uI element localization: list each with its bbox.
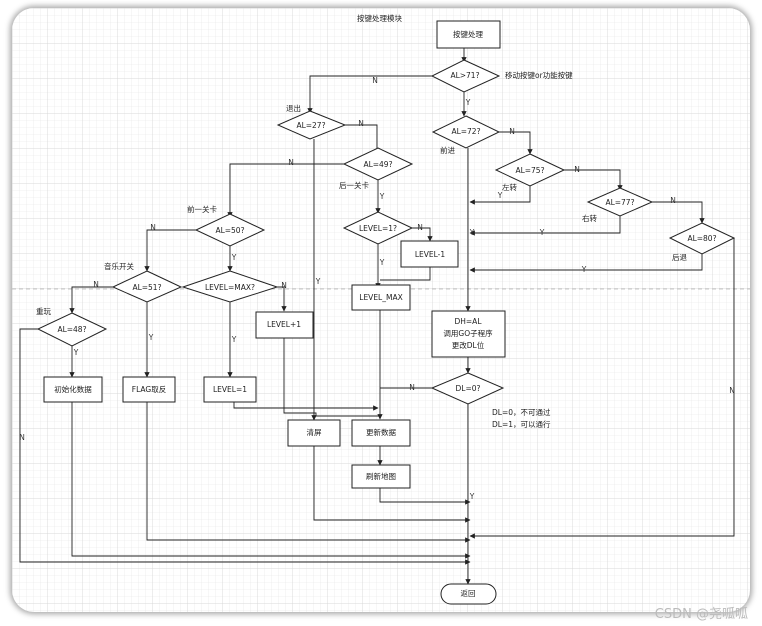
level-inc-label: LEVEL+1 bbox=[267, 320, 301, 329]
dl-note-2: DL=1，可以通行 bbox=[492, 419, 551, 429]
d0-label: DL=0? bbox=[456, 384, 481, 393]
edge-n-d0: N bbox=[409, 383, 415, 392]
edge-y-d80: Y bbox=[581, 265, 587, 274]
dh-line-3: 更改DL位 bbox=[452, 340, 485, 350]
edge-n-d51: N bbox=[93, 280, 99, 289]
return-terminal bbox=[440, 583, 497, 605]
start-box bbox=[436, 20, 501, 49]
decision-al-eq-80 bbox=[668, 222, 736, 255]
flowchart-sheet: 按键处理模块 按键处理 AL>71? 移动按键or功能按键 AL=27? 退出 … bbox=[12, 8, 750, 612]
edge-y-d50: Y bbox=[231, 253, 237, 262]
edge-y-d51: Y bbox=[148, 333, 154, 342]
decision-al-eq-48 bbox=[36, 312, 108, 347]
flowchart: 按键处理模块 按键处理 AL>71? 移动按键or功能按键 AL=27? 退出 … bbox=[12, 8, 750, 612]
back-label: 后退 bbox=[672, 252, 687, 262]
edge-n-levelmax: N bbox=[281, 281, 287, 290]
clear-screen-box bbox=[287, 419, 341, 447]
edge-y-level1: Y bbox=[379, 258, 385, 267]
return-label: 返回 bbox=[461, 589, 476, 598]
level-set-1-box bbox=[203, 376, 257, 403]
level-max-q-label: LEVEL=MAX? bbox=[205, 283, 255, 292]
level-set1-label: LEVEL=1 bbox=[213, 385, 247, 394]
refresh-map-box bbox=[351, 464, 411, 489]
decision-level-eq-1 bbox=[342, 211, 414, 245]
edge-n-d49: N bbox=[288, 158, 294, 167]
watermark: CSDN @尧呱呱 bbox=[654, 607, 748, 622]
dh-line-2: 调用GO子程序 bbox=[443, 328, 493, 338]
edge-y-d48: Y bbox=[73, 348, 79, 357]
edge-n-level1: N bbox=[417, 223, 423, 232]
d80-label: AL=80? bbox=[687, 234, 716, 243]
init-data-box bbox=[43, 376, 103, 403]
edge-y-d27: Y bbox=[315, 277, 321, 286]
decision-al-eq-51 bbox=[111, 270, 183, 303]
dh-line-1: DH=AL bbox=[454, 317, 482, 326]
decision-al-gt-71 bbox=[430, 59, 501, 93]
next-level-label: 前一关卡 bbox=[187, 204, 217, 214]
decision-al-eq-50 bbox=[194, 213, 266, 247]
edge-n-d50: N bbox=[150, 223, 156, 232]
edge-n-d48: N bbox=[19, 433, 25, 442]
refresh-label: 刷新地图 bbox=[366, 471, 396, 481]
update-data-box bbox=[351, 419, 411, 447]
edge-y-d71: Y bbox=[465, 98, 471, 107]
d75-label: AL=75? bbox=[515, 166, 544, 175]
d51-label: AL=51? bbox=[132, 283, 161, 292]
forward-label: 前进 bbox=[440, 145, 455, 155]
d48-label: AL=48? bbox=[57, 325, 86, 334]
edge-n-d77: N bbox=[670, 196, 676, 205]
edge-y-d77: Y bbox=[539, 228, 545, 237]
level-decrement-box bbox=[400, 240, 459, 268]
edge-y-d72: Y bbox=[469, 228, 475, 237]
edge-n-d72: N bbox=[509, 127, 515, 136]
decision-al-eq-72 bbox=[431, 115, 501, 149]
edge-n-d75: N bbox=[574, 165, 580, 174]
clear-label: 清屏 bbox=[307, 427, 322, 437]
d77-label: AL=77? bbox=[605, 198, 634, 207]
level-increment-box bbox=[255, 311, 314, 339]
right-turn-label: 右转 bbox=[582, 213, 597, 223]
decision-dl-eq-0 bbox=[430, 372, 505, 405]
diagram-title: 按键处理模块 bbox=[357, 13, 402, 23]
flag-toggle-box bbox=[122, 376, 176, 403]
prev-level-label: 后一关卡 bbox=[339, 180, 369, 190]
restart-label: 重玩 bbox=[36, 307, 51, 316]
edge-n-d27: N bbox=[358, 119, 364, 128]
d49-label: AL=49? bbox=[363, 160, 392, 169]
decision-al-eq-75 bbox=[494, 153, 566, 187]
level-max-box bbox=[351, 284, 411, 311]
decision-level-eq-max bbox=[181, 270, 279, 303]
connectors bbox=[19, 48, 735, 585]
start-label: 按键处理 bbox=[453, 29, 483, 39]
d50-label: AL=50? bbox=[215, 226, 244, 235]
go-subroutine-box bbox=[431, 310, 506, 358]
edge-y-d75: Y bbox=[497, 191, 503, 200]
decision-al-eq-49 bbox=[342, 147, 414, 181]
edge-y-levelmax: Y bbox=[231, 335, 237, 344]
edge-y-d0: Y bbox=[469, 492, 475, 501]
edge-n-d71: N bbox=[372, 76, 378, 85]
decision-al-eq-77 bbox=[586, 187, 654, 217]
decision-al-eq-27 bbox=[276, 110, 347, 140]
level-dec-label: LEVEL-1 bbox=[415, 250, 446, 259]
flag-label: FLAG取反 bbox=[132, 384, 167, 394]
dl-note-1: DL=0，不可通过 bbox=[492, 407, 551, 417]
d71-note: 移动按键or功能按键 bbox=[505, 70, 573, 80]
music-label: 音乐开关 bbox=[104, 261, 134, 271]
left-turn-label: 左转 bbox=[502, 182, 517, 192]
edge-n-d80: N bbox=[729, 386, 735, 395]
d27-label: AL=27? bbox=[296, 121, 325, 130]
edge-y-d49: Y bbox=[379, 192, 385, 201]
level-eq1-label: LEVEL=1? bbox=[359, 224, 397, 233]
d72-label: AL=72? bbox=[451, 127, 480, 136]
level-max-label: LEVEL_MAX bbox=[359, 293, 402, 302]
d71-label: AL>71? bbox=[450, 71, 479, 80]
update-label: 更新数据 bbox=[366, 427, 396, 437]
init-label: 初始化数据 bbox=[54, 384, 92, 394]
exit-label: 退出 bbox=[286, 103, 301, 113]
